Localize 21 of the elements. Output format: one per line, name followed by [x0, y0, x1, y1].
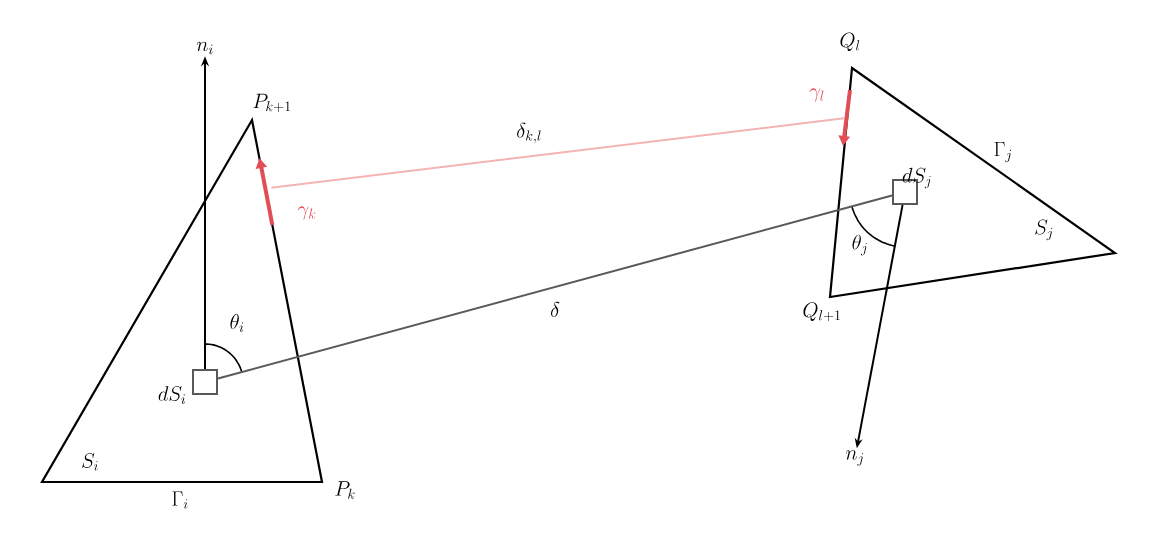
edge-label: $\delta$ [550, 301, 560, 317]
symbol-label: $\theta_j$ [852, 234, 867, 256]
connector-line [217, 194, 893, 380]
vector-label: $n_i$ [196, 41, 213, 55]
area-element-square [192, 369, 218, 395]
symbol-label: $Q_{l+1}$ [803, 302, 840, 322]
symbol-label: $Q_l$ [840, 32, 860, 52]
symbol-label: $dS_j$ [902, 167, 931, 189]
symbol-label: $S_i$ [82, 452, 98, 471]
symbol-label: $dS_i$ [158, 386, 185, 404]
symbol-label: $S_j$ [1035, 219, 1053, 241]
symbol-label: $\gamma_l$ [809, 88, 824, 102]
symbol-label: $P_k$ [335, 481, 355, 499]
vector-label: $n_j$ [845, 450, 864, 466]
connector-line [270, 117, 846, 189]
symbol-label: $\gamma_k$ [298, 206, 316, 220]
symbol-label: $P_{k+1}$ [253, 93, 291, 113]
symbol-label: $\theta_i$ [230, 314, 244, 332]
edge-label: $\delta_{k,l}$ [517, 122, 541, 144]
symbol-label: $\Gamma_i$ [172, 491, 188, 509]
symbol-label: $\Gamma_j$ [994, 142, 1012, 163]
